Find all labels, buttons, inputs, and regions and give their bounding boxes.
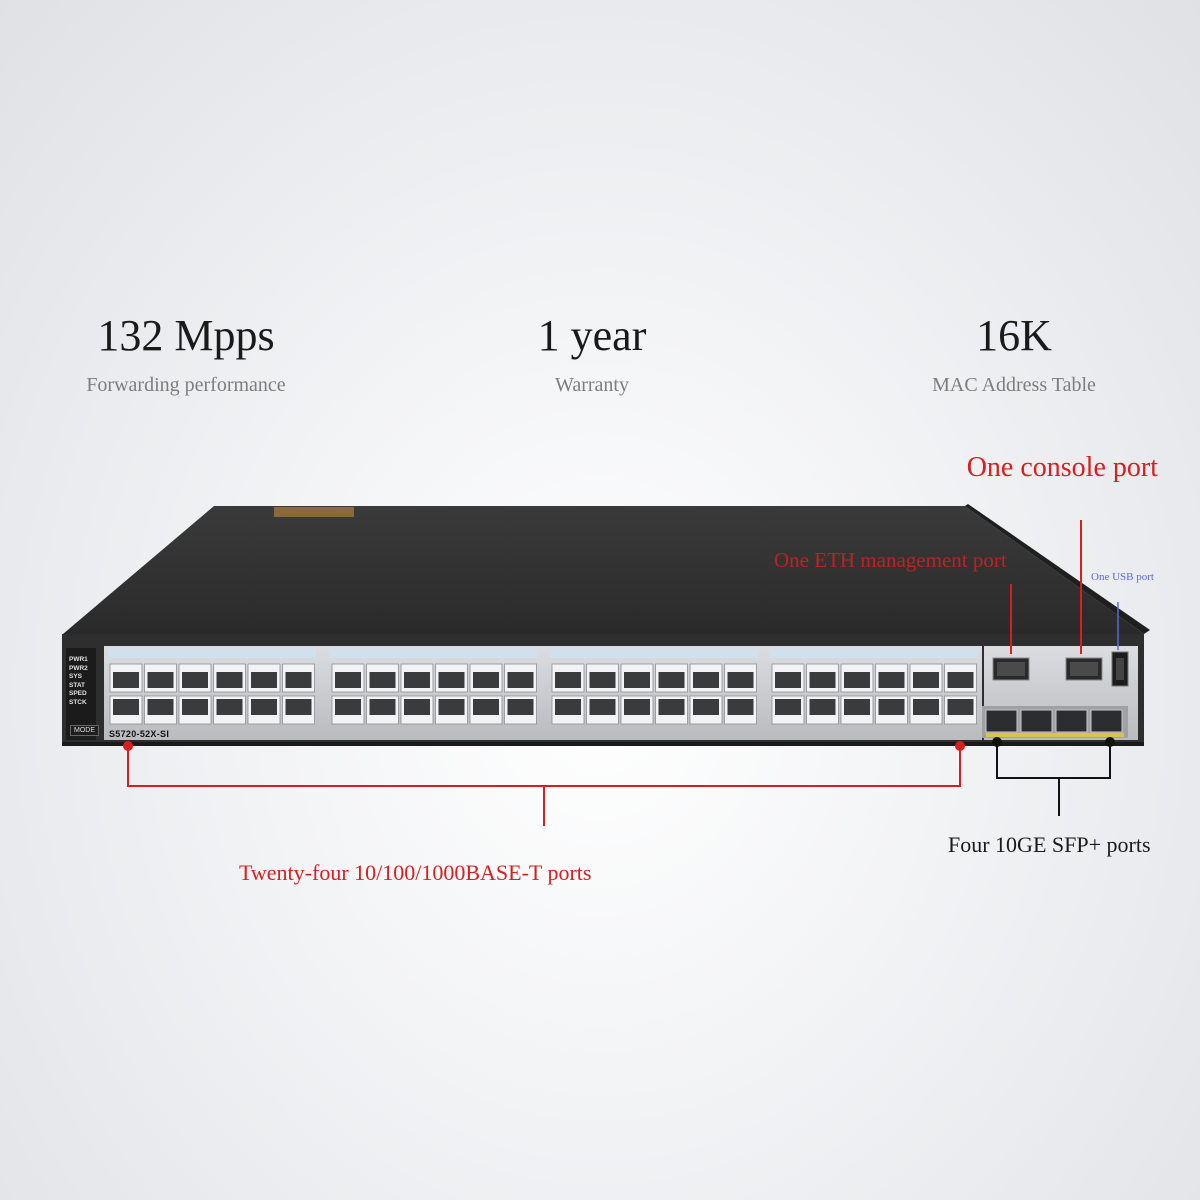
- rj45-port-socket: [844, 699, 870, 715]
- sfp-slot: [1090, 709, 1123, 733]
- stat-warranty: 1 year Warranty: [432, 314, 752, 397]
- sfp-label-strip: [986, 733, 1124, 737]
- rj45-port-socket: [775, 672, 801, 688]
- usb-port-callout: One USB port: [1091, 571, 1154, 583]
- led-label: PWR2: [69, 664, 88, 672]
- sfp-bracket: [996, 742, 1111, 779]
- led-panel: [66, 648, 96, 740]
- rj45-port-socket: [727, 672, 754, 688]
- rj45-port-socket: [658, 699, 685, 715]
- rj45-port-socket: [404, 699, 430, 715]
- rj45-port-socket: [658, 672, 685, 688]
- chassis-top: [63, 506, 1144, 634]
- top-label-sticker: [274, 507, 354, 517]
- rj45-port-socket: [878, 672, 905, 688]
- rj45-port-socket: [438, 672, 465, 688]
- rj45-port-socket: [555, 699, 581, 715]
- led-label: STAT: [69, 681, 86, 689]
- rj45-port-socket: [335, 672, 361, 688]
- rj45-port-socket: [113, 699, 139, 715]
- rj45-port-socket: [335, 699, 361, 715]
- base-t-bracket: [127, 746, 961, 787]
- led-label: PWR1: [69, 656, 88, 663]
- rj45-port-socket: [947, 699, 974, 715]
- port-number-strip: [330, 649, 538, 658]
- port-number-strip: [550, 649, 758, 658]
- rj45-port-socket: [507, 699, 534, 715]
- rj45-port-socket: [147, 672, 174, 688]
- rj45-port-socket: [693, 672, 719, 688]
- rj45-port-socket: [369, 699, 396, 715]
- stat-caption: Warranty: [555, 374, 629, 396]
- rj45-port-socket: [147, 699, 174, 715]
- led-label: SPED: [69, 690, 87, 698]
- sfp-slot: [1055, 709, 1088, 733]
- rj45-port-socket: [775, 699, 801, 715]
- rj45-port-socket: [473, 699, 499, 715]
- stat-mac-table: 16K MAC Address Table: [854, 314, 1174, 397]
- rj45-port-socket: [251, 672, 277, 688]
- stat-caption: Forwarding performance: [86, 374, 286, 396]
- rj45-port-socket: [285, 699, 312, 715]
- base-t-ports-callout: Twenty-four 10/100/1000BASE-T ports: [239, 860, 592, 885]
- rj45-port-socket: [507, 672, 534, 688]
- rj45-port-socket: [473, 672, 499, 688]
- rj45-port-socket: [369, 672, 396, 688]
- model-label: S5720-52X-SI: [109, 729, 170, 739]
- rj45-port-socket: [285, 672, 312, 688]
- rj45-port-socket: [438, 699, 465, 715]
- chassis-right-edge: [965, 504, 1150, 634]
- rj45-port-socket: [182, 699, 208, 715]
- stat-forwarding: 132 Mpps Forwarding performance: [26, 314, 346, 397]
- stat-value: 16K: [976, 311, 1052, 360]
- rj45-port-socket: [809, 672, 836, 688]
- rj45-port-socket: [251, 699, 277, 715]
- rj45-port-socket: [624, 672, 650, 688]
- rj45-port-socket: [182, 672, 208, 688]
- rj45-port-socket: [913, 699, 939, 715]
- rj45-port-socket: [555, 672, 581, 688]
- stat-value: 132 Mpps: [97, 311, 275, 360]
- port-number-strip: [108, 649, 316, 658]
- rj45-port-socket: [216, 672, 243, 688]
- rj45-port-socket: [727, 699, 754, 715]
- rj45-port-socket: [404, 672, 430, 688]
- rj45-port-socket: [624, 699, 650, 715]
- rj45-port-socket: [113, 672, 139, 688]
- eth-port-callout: One ETH management port: [774, 548, 1007, 572]
- mode-button: MODE: [70, 725, 99, 736]
- led-labels: PWR1 PWR2 SYS STAT SPED STCK: [69, 656, 88, 708]
- led-label: SYS: [69, 673, 83, 681]
- rj45-port-socket: [589, 699, 616, 715]
- rj45-port-socket: [589, 672, 616, 688]
- sfp-slot: [985, 709, 1018, 733]
- rj45-port-socket: [844, 672, 870, 688]
- port-number-strip: [770, 649, 978, 658]
- rj45-port-socket: [947, 672, 974, 688]
- led-label: STCK: [69, 698, 87, 706]
- port-panel: [104, 646, 982, 740]
- console-port-callout: One console port: [966, 452, 1158, 483]
- rj45-port-socket: [809, 699, 836, 715]
- stat-caption: MAC Address Table: [932, 374, 1096, 396]
- rj45-port-socket: [693, 699, 719, 715]
- sfp-slot: [1020, 709, 1053, 733]
- rj45-port-socket: [913, 672, 939, 688]
- stat-value: 1 year: [537, 311, 647, 360]
- rj45-port-socket: [878, 699, 905, 715]
- sfp-ports-callout: Four 10GE SFP+ ports: [948, 832, 1151, 857]
- rj45-port-socket: [216, 699, 243, 715]
